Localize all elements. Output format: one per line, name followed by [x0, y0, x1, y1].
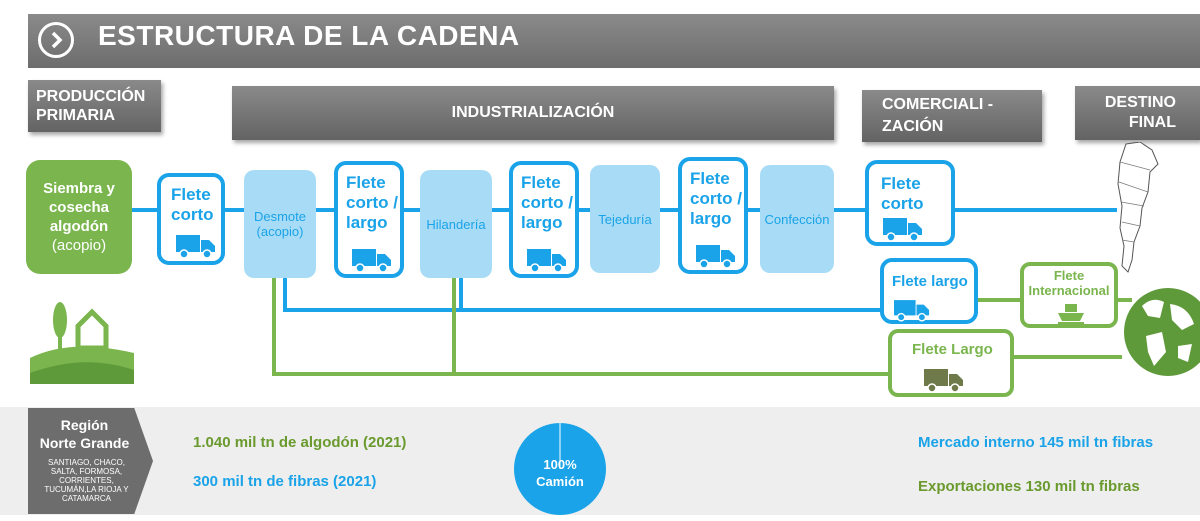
flete-internacional-label: Flete Internacional: [1028, 268, 1110, 298]
title-bar: [28, 14, 1200, 68]
flete-corto-1-label: Flete corto: [171, 185, 214, 224]
stat-exportaciones: Exportaciones 130 mil tn fibras: [918, 478, 1140, 495]
pie-label: 100% Camión: [536, 457, 584, 489]
stat-mercado-interno: Mercado interno 145 mil tn fibras: [918, 434, 1154, 451]
truck-icon: [924, 369, 963, 393]
confeccion-label: Confección: [764, 211, 830, 227]
truck-icon: [883, 218, 922, 242]
region-title: Región Norte Grande: [39, 417, 130, 451]
stage-comercializacion: COMERCIALI - ZACIÓN: [862, 90, 1042, 142]
flete-corto-largo-2: Flete corto / largo: [509, 161, 579, 278]
farm-icon: [30, 302, 134, 384]
green-line-v2: [452, 276, 456, 376]
flete-largo-green-label: Flete Largo: [912, 341, 993, 358]
stat-algodon: 1.040 mil tn de algodón (2021): [193, 434, 407, 451]
green-line-globe: [1118, 298, 1132, 302]
truck-icon: [352, 249, 391, 273]
truck-icon: [176, 235, 215, 259]
flete-corto-largo-3-label: Flete corto / largo: [690, 169, 742, 228]
flete-corto-largo-3: Flete corto / largo: [678, 157, 748, 274]
stage-produccion: PRODUCCIÓN PRIMARIA: [28, 80, 161, 132]
hilanderia-label: Hilandería: [426, 216, 486, 232]
flow-line-v2: [459, 268, 463, 312]
flete-corto-largo-2-label: Flete corto / largo: [521, 173, 573, 232]
siembra-sub: (acopio): [51, 237, 107, 254]
flete-largo: Flete largo: [880, 258, 978, 324]
transport-pie: 100% Camión: [513, 422, 607, 516]
region-provinces: SANTIAGO, CHACO, SALTA, FORMOSA, CORRIEN…: [44, 458, 129, 503]
flete-corto-largo-1-label: Flete corto / largo: [346, 173, 398, 232]
stat-fibras: 300 mil tn de fibras (2021): [193, 473, 377, 490]
hilanderia-box: Hilandería: [420, 170, 492, 278]
green-line-bottom: [272, 372, 892, 376]
ship-icon: [1058, 304, 1084, 324]
flow-line-largo: [283, 308, 883, 312]
flete-largo-green: Flete Largo: [888, 329, 1014, 397]
tejeduria-box: Tejeduría: [590, 165, 660, 273]
flete-corto-largo-1: Flete corto / largo: [334, 161, 404, 278]
green-line-v1: [272, 276, 276, 376]
confeccion-box: Confección: [760, 165, 834, 273]
truck-icon: [894, 300, 930, 322]
page-title: ESTRUCTURA DE LA CADENA: [98, 20, 520, 51]
desmote-box: Desmote (acopio): [244, 170, 316, 278]
argentina-map-icon: [1117, 142, 1159, 273]
desmote-label: Desmote (acopio): [253, 209, 307, 239]
stage-destino-label: DESTINO FINAL: [1104, 94, 1176, 131]
globe-icon: [1124, 288, 1200, 376]
stage-destino: DESTINO FINAL: [1075, 86, 1200, 140]
stage-industrializacion: INDUSTRIALIZACIÓN: [232, 86, 834, 140]
tejeduria-label: Tejeduría: [598, 211, 652, 227]
flete-corto-1: Flete corto: [157, 173, 225, 265]
green-line-intl: [978, 298, 1024, 302]
chevron-right-circle-icon: [38, 22, 74, 58]
stage-comercializacion-label: COMERCIALI - ZACIÓN: [882, 96, 994, 135]
truck-icon: [696, 245, 735, 269]
siembra-title: Siembra y cosecha algodón: [43, 180, 115, 235]
truck-icon: [527, 249, 566, 273]
flete-largo-label: Flete largo: [892, 273, 968, 290]
siembra-box: Siembra y cosecha algodón (acopio): [26, 160, 132, 274]
stage-industrializacion-label: INDUSTRIALIZACIÓN: [451, 104, 615, 121]
green-line-largo: [1010, 355, 1122, 359]
region-badge: Región Norte Grande SANTIAGO, CHACO, SAL…: [28, 408, 153, 514]
stage-produccion-label: PRODUCCIÓN PRIMARIA: [36, 88, 146, 124]
flete-corto-comercial-label: Flete corto: [881, 174, 924, 213]
flow-line-v1: [283, 268, 287, 312]
flete-internacional: Flete Internacional: [1020, 262, 1118, 328]
flete-corto-comercial: Flete corto: [865, 160, 955, 246]
